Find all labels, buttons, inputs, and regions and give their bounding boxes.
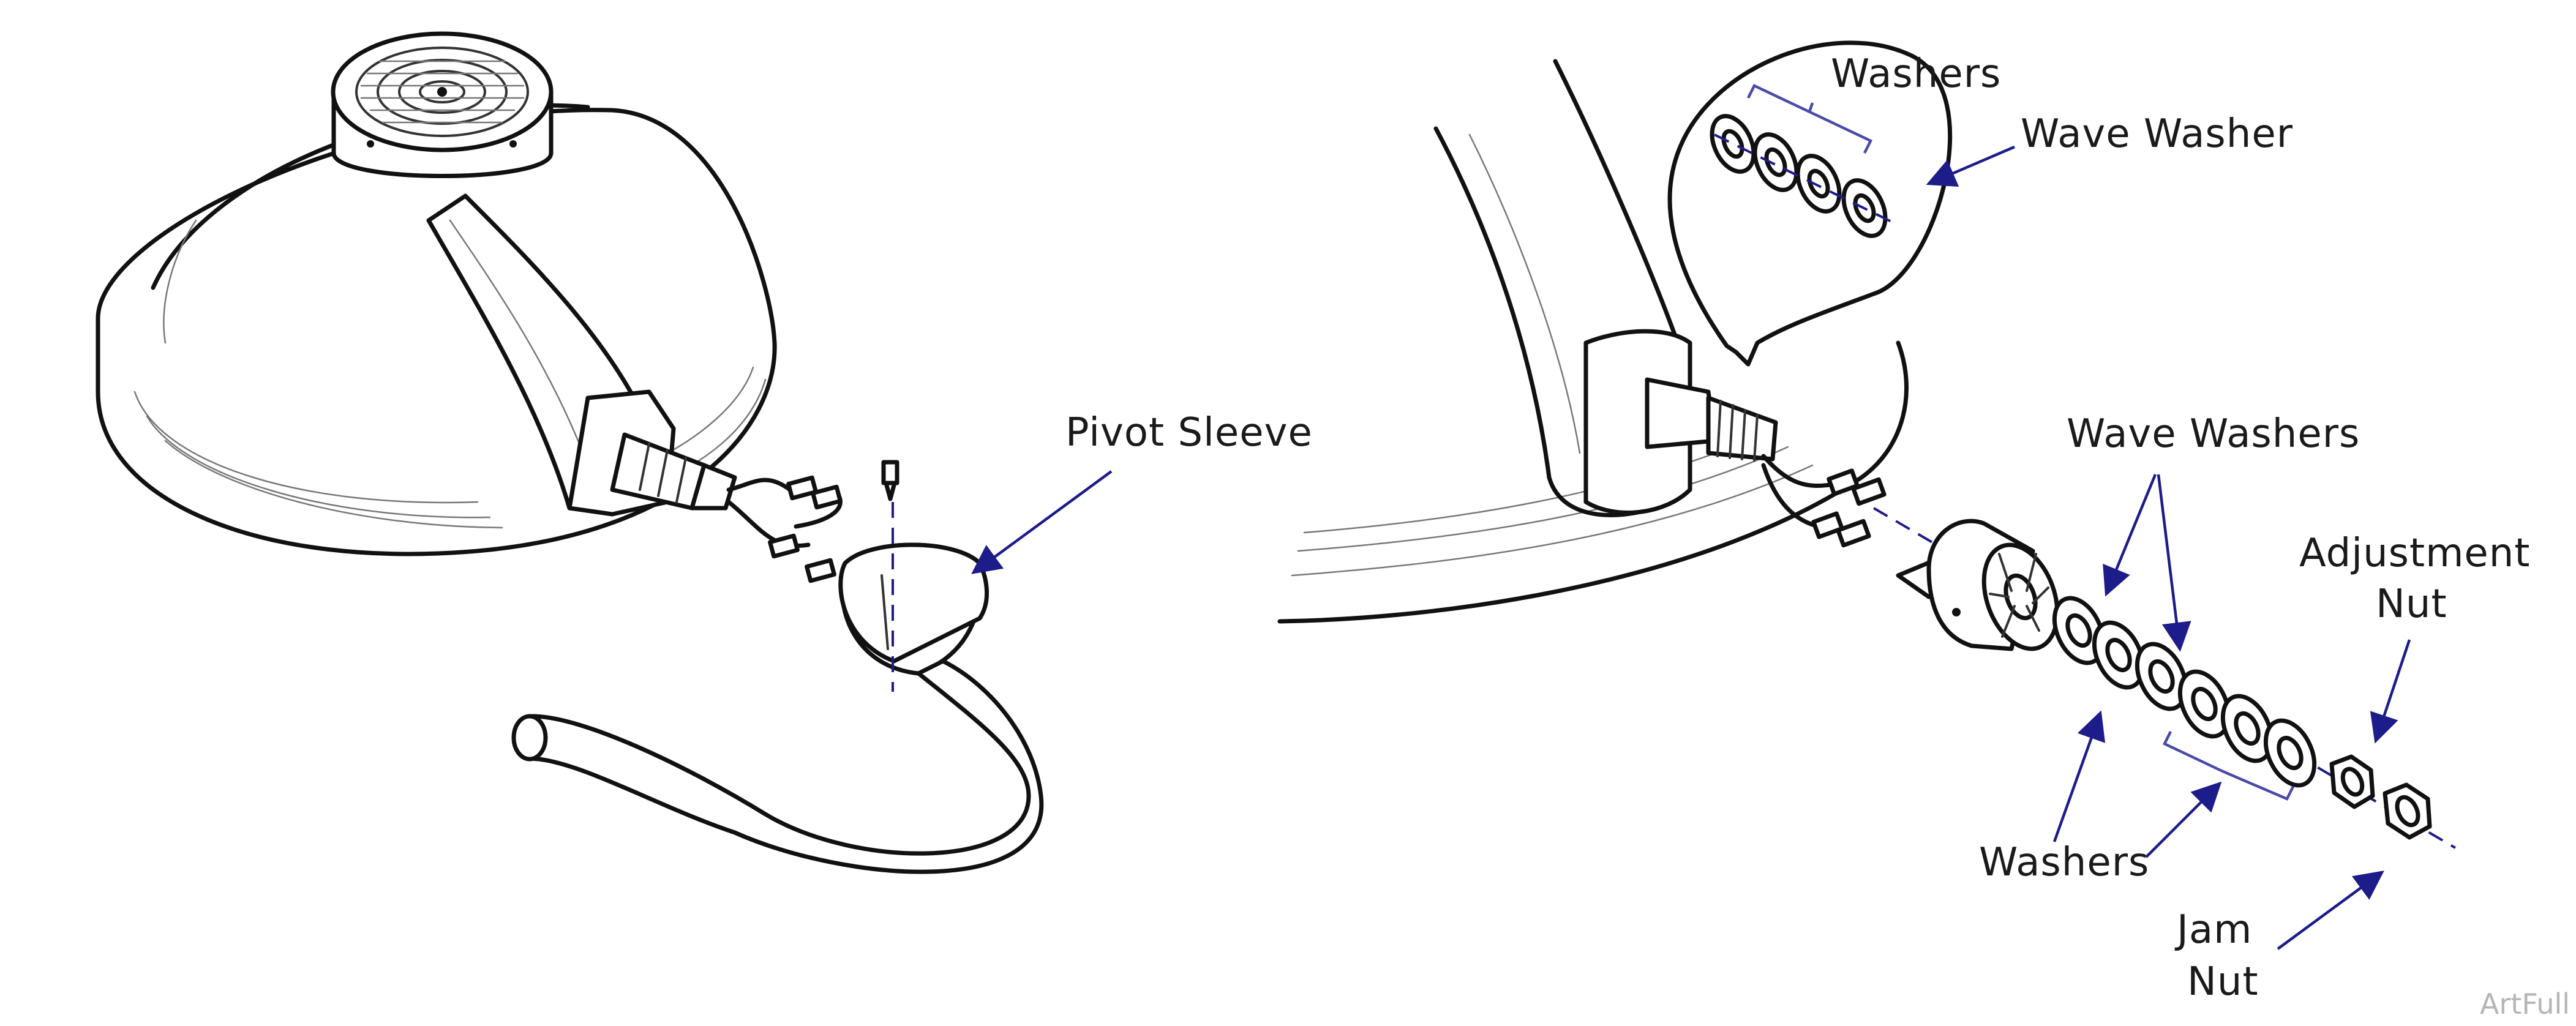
leader-jam-nut — [2277, 871, 2384, 950]
label-jam-nut-line1: Jam — [2174, 907, 2252, 953]
pivot-shaft — [610, 432, 737, 511]
detail-callout-bubble — [1667, 40, 1953, 367]
left-view-light-head-assembly: Pivot Sleeve — [96, 31, 1313, 874]
bracket-washers-top — [1746, 84, 1873, 154]
set-screw — [881, 460, 899, 501]
leader-pivot-sleeve — [971, 470, 1113, 574]
dome-rim-fragment — [1277, 340, 1909, 624]
label-wave-washers: Wave Washers — [2067, 411, 2360, 457]
pivot-bushing — [1896, 519, 2060, 651]
label-jam-nut-line2: Nut — [2187, 959, 2259, 1005]
label-washers-top: Washers — [1831, 51, 2001, 97]
jam-nut — [2383, 782, 2432, 840]
leader-adjustment-nut — [2370, 639, 2411, 744]
bracket-washers-bottom — [2162, 730, 2295, 801]
leader-wave-washer — [1926, 145, 2015, 187]
pivot-shaft-threaded — [1645, 377, 1778, 462]
label-adjustment-nut-line2: Nut — [2376, 582, 2447, 627]
callout-washer-stack — [1710, 114, 1896, 238]
leader-wave-washers-1 — [2103, 474, 2157, 597]
label-pivot-sleeve: Pivot Sleeve — [1065, 410, 1313, 455]
wire-connectors — [726, 475, 843, 583]
right-wire-connectors — [1761, 454, 1887, 548]
artfull-credit: ArtFull — [2480, 987, 2570, 1020]
leader-washers-bottom-1 — [2052, 710, 2106, 842]
pivot-sleeve-and-cable-tube — [511, 542, 1044, 874]
label-washers-bottom: Washers — [1979, 840, 2149, 885]
top-vent-grille — [331, 31, 554, 178]
label-wave-washer: Wave Washer — [2021, 111, 2293, 157]
label-adjustment-nut-line1: Adjustment — [2299, 531, 2530, 576]
leader-washers-bottom-2 — [2145, 781, 2222, 858]
washer-stack-exploded — [2052, 596, 2317, 788]
leader-wave-washers-2 — [2157, 474, 2191, 652]
right-view-exploded-pivot: Washers Wave Washer — [1277, 40, 2530, 1005]
adjustment-nut — [2329, 754, 2375, 809]
arm-fragment — [1433, 59, 1692, 517]
